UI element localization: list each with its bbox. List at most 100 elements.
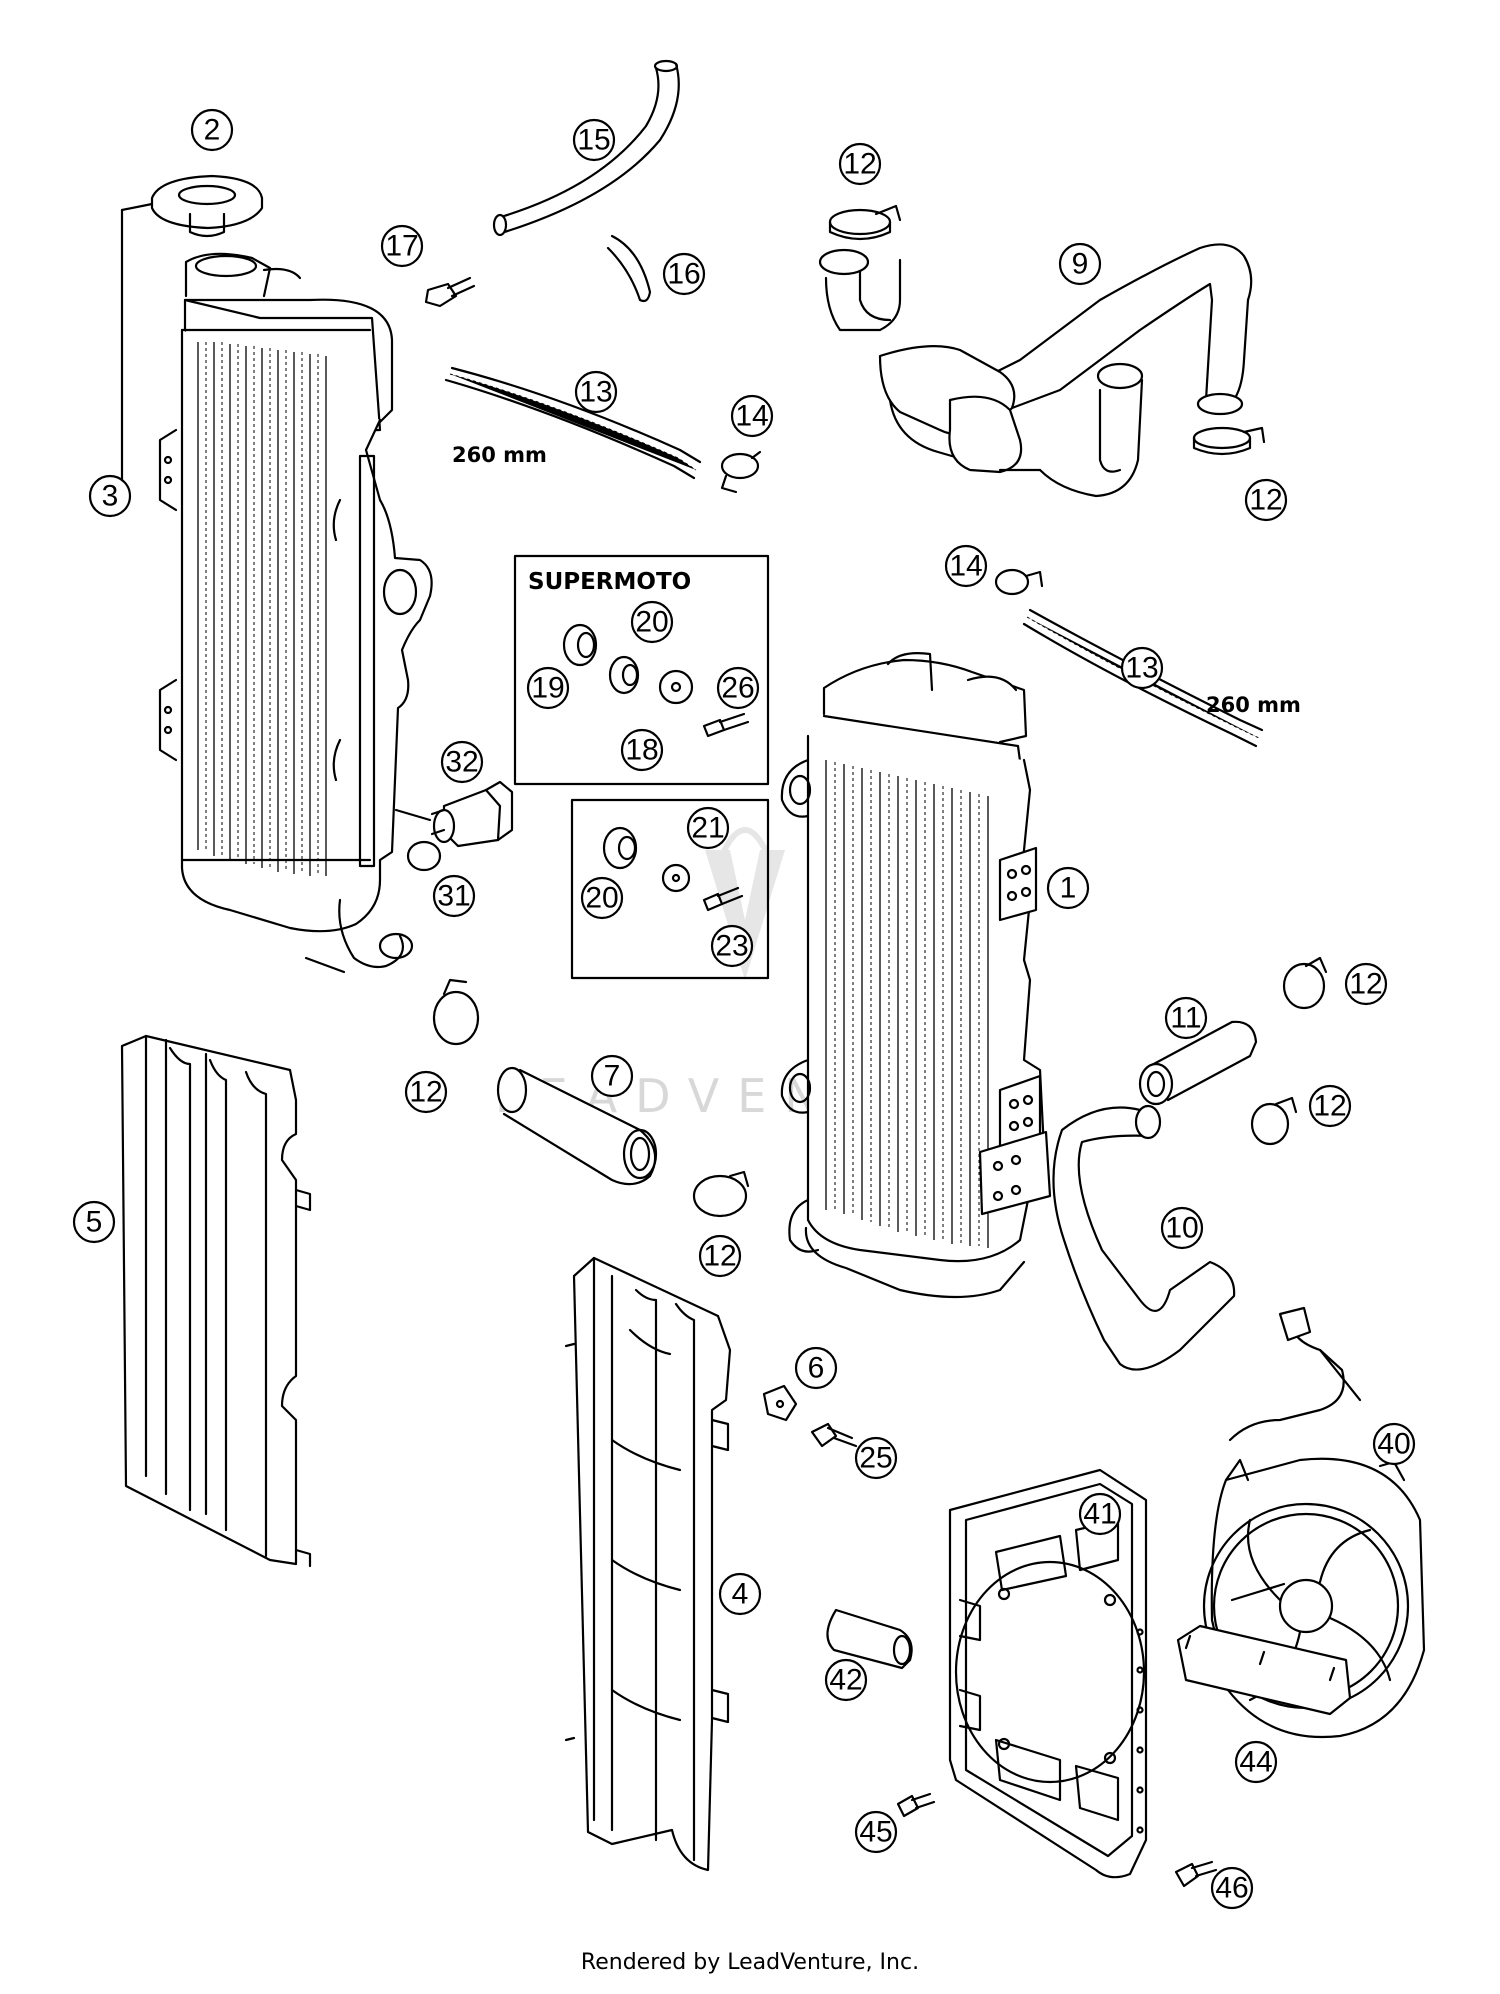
callout-5[interactable]: 5 (72, 1200, 116, 1244)
callout-12-left-mid[interactable]: 12 (404, 1070, 448, 1114)
callout-20-kit[interactable]: 20 (580, 876, 624, 920)
callout-14-right[interactable]: 14 (944, 544, 988, 588)
callout-3[interactable]: 3 (88, 474, 132, 518)
bracket-6[interactable] (762, 1384, 798, 1422)
hose-15[interactable] (492, 59, 680, 237)
callout-9[interactable]: 9 (1058, 242, 1102, 286)
callout-20-supermoto[interactable]: 20 (630, 600, 674, 644)
callout-12-right-lower[interactable]: 12 (1308, 1084, 1352, 1128)
callout-32[interactable]: 32 (440, 740, 484, 784)
clamp-12-right-lower[interactable] (1250, 1096, 1298, 1146)
callout-11[interactable]: 11 (1164, 996, 1208, 1040)
shroud-5[interactable] (120, 1034, 312, 1568)
right-radiator-fins (825, 760, 989, 1248)
svg-text:12: 12 (1249, 484, 1282, 517)
hose-42[interactable] (826, 1608, 913, 1670)
callout-41[interactable]: 41 (1078, 1492, 1122, 1536)
svg-text:12: 12 (843, 148, 876, 181)
bolt-25[interactable] (810, 1422, 858, 1448)
svg-text:14: 14 (735, 400, 768, 433)
callout-45[interactable]: 45 (854, 1810, 898, 1854)
svg-text:6: 6 (808, 1352, 825, 1385)
hose-10[interactable] (1052, 1104, 1236, 1371)
right-radiator[interactable] (780, 652, 1052, 1299)
svg-text:13: 13 (1125, 652, 1158, 685)
callout-31[interactable]: 31 (432, 874, 476, 918)
svg-text:19: 19 (531, 672, 564, 705)
svg-text:12: 12 (409, 1076, 442, 1109)
callout-23[interactable]: 23 (710, 924, 754, 968)
callout-12-top[interactable]: 12 (838, 142, 882, 186)
temp-sensor-32[interactable] (430, 780, 514, 848)
svg-text:23: 23 (715, 930, 748, 963)
svg-text:5: 5 (86, 1206, 103, 1239)
radiator-cap[interactable] (120, 174, 264, 238)
svg-text:20: 20 (635, 606, 668, 639)
callout-40[interactable]: 40 (1372, 1422, 1416, 1466)
hose-13-left[interactable]: 260 mm (444, 366, 702, 480)
svg-text:15: 15 (577, 124, 610, 157)
callout-26[interactable]: 26 (716, 666, 760, 710)
callout-21[interactable]: 21 (686, 806, 730, 850)
shroud-4[interactable] (564, 1256, 732, 1872)
bolt-46[interactable] (1174, 1860, 1218, 1888)
callout-12-bottom[interactable]: 12 (698, 1234, 742, 1278)
clamp-12-right-mid[interactable] (1282, 956, 1328, 1010)
callout-12-right-mid[interactable]: 12 (1344, 962, 1388, 1006)
callout-1[interactable]: 1 (1046, 866, 1090, 910)
hose-13-right[interactable]: 260 mm (1022, 608, 1301, 748)
supermoto-title: SUPERMOTO (528, 569, 691, 595)
callout-18[interactable]: 18 (620, 728, 664, 772)
svg-text:12: 12 (1349, 968, 1382, 1001)
callout-6[interactable]: 6 (794, 1346, 838, 1390)
leader-lines (304, 808, 432, 974)
svg-text:20: 20 (585, 882, 618, 915)
callout-15[interactable]: 15 (572, 118, 616, 162)
svg-text:3: 3 (102, 480, 119, 513)
svg-text:31: 31 (437, 880, 470, 913)
clamp-12-bottom[interactable] (692, 1170, 750, 1218)
callout-14-left[interactable]: 14 (730, 394, 774, 438)
callout-44[interactable]: 44 (1234, 1740, 1278, 1784)
bolt-45[interactable] (896, 1792, 936, 1818)
callout-46[interactable]: 46 (1210, 1866, 1254, 1910)
callout-4[interactable]: 4 (718, 1572, 762, 1616)
hose-7[interactable] (496, 1066, 658, 1186)
svg-text:9: 9 (1072, 248, 1089, 281)
callout-2[interactable]: 2 (190, 108, 234, 152)
hose-9[interactable] (818, 243, 1253, 498)
svg-text:7: 7 (604, 1060, 621, 1093)
svg-text:13: 13 (579, 376, 612, 409)
fan-shroud-41[interactable] (948, 1468, 1148, 1879)
footer-credit: Rendered by LeadVenture, Inc. (580, 1950, 920, 1975)
svg-text:16: 16 (667, 258, 700, 291)
o-ring-31[interactable] (406, 840, 442, 872)
hose-11[interactable] (1138, 1020, 1258, 1106)
callout-19[interactable]: 19 (526, 666, 570, 710)
left-radiator-fins (197, 342, 327, 876)
callout-17[interactable]: 17 (380, 224, 424, 268)
svg-text:44: 44 (1239, 1746, 1272, 1779)
callout-13-left[interactable]: 13 (574, 370, 618, 414)
svg-text:10: 10 (1165, 1212, 1198, 1245)
mounting-kit-box (570, 798, 770, 980)
clip-16[interactable] (606, 234, 652, 303)
clamp-12-left-mid[interactable] (432, 978, 480, 1046)
callout-25[interactable]: 25 (854, 1436, 898, 1480)
callout-7[interactable]: 7 (590, 1054, 634, 1098)
callout-10[interactable]: 10 (1160, 1206, 1204, 1250)
clamp-12-top[interactable] (828, 204, 902, 241)
clamp-14-right[interactable] (994, 568, 1044, 596)
svg-text:26: 26 (721, 672, 754, 705)
dimension-label-right: 260 mm (1206, 693, 1301, 717)
callout-12-right-top[interactable]: 12 (1244, 478, 1288, 522)
callout-13-right[interactable]: 13 (1120, 646, 1164, 690)
bolt-17[interactable] (424, 276, 476, 308)
clamp-12-right-top[interactable] (1192, 426, 1266, 456)
clamp-14-left[interactable] (720, 450, 762, 494)
left-radiator[interactable] (108, 208, 433, 969)
callout-16[interactable]: 16 (662, 252, 706, 296)
svg-text:45: 45 (859, 1816, 892, 1849)
callout-42[interactable]: 42 (824, 1658, 868, 1702)
plate-44[interactable] (1176, 1624, 1352, 1716)
